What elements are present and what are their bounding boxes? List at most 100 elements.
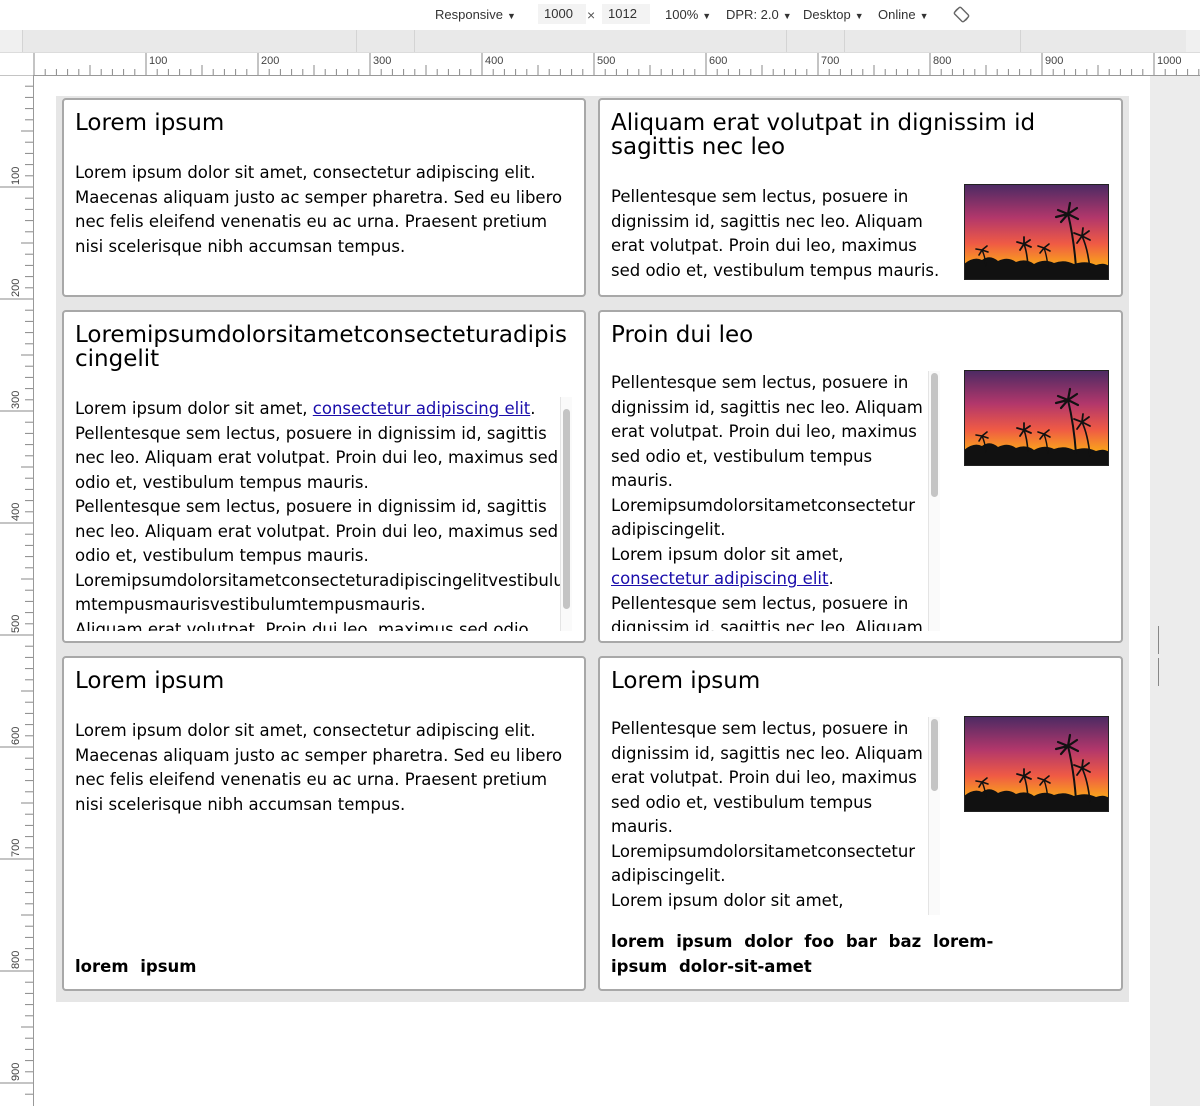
card-link[interactable]: consectetur adipiscing elit <box>312 399 531 418</box>
ruler-label: 100 <box>149 55 168 67</box>
dpr-label: DPR: 2.0 <box>726 7 779 22</box>
media-query-bar[interactable] <box>0 30 1200 53</box>
viewport-gutter <box>1150 76 1200 1106</box>
horizontal-ruler-ticks <box>33 53 1200 75</box>
card-text: Lorem ipsum dolor sit amet, consectetur … <box>75 721 563 814</box>
ruler-label: 500 <box>597 55 616 67</box>
card-grid: Lorem ipsum Lorem ipsum dolor sit amet, … <box>56 96 1129 1002</box>
card: Lorem ipsum Lorem ipsum dolor sit amet, … <box>62 656 586 991</box>
card-paragraph: Loremipsumdolorsitametconsecteturadipisc… <box>75 570 564 615</box>
card-footer: lorem ipsum dolor foo bar baz lorem-ipsu… <box>611 932 994 976</box>
card-title: Lorem ipsum <box>75 110 225 136</box>
viewport-width-input[interactable]: 1000 <box>538 4 586 24</box>
dpr-dropdown-icon: ▼ <box>782 11 792 21</box>
ruler-label: 900 <box>10 1062 22 1081</box>
devtools-toolbar: Responsive▼ 1000 × 1012 100%▼ DPR: 2.0▼ … <box>0 0 1200 30</box>
ruler-label: 1000 <box>1157 55 1182 67</box>
card: Aliquam erat volutpat in dignissim id sa… <box>598 98 1123 297</box>
card-title: Lorem ipsum <box>75 668 225 694</box>
card-title: Loremipsumdolorsitametconsecteturadipisc… <box>75 322 567 372</box>
card-footer: lorem ipsum <box>75 957 197 976</box>
ruler-label: 800 <box>933 55 952 67</box>
card-text: Lorem ipsum dolor sit amet, consectetur … <box>75 163 563 256</box>
card: Lorem ipsum Pellentesque sem lectus, pos… <box>598 656 1123 991</box>
card-text: . <box>828 569 834 588</box>
card-paragraph: Pellentesque sem lectus, posuere in dign… <box>611 719 923 836</box>
card-title: Proin dui leo <box>611 322 754 348</box>
scrollbar-thumb[interactable] <box>931 719 938 791</box>
zoom-label: 100% <box>665 7 699 22</box>
card-paragraph: Pellentesque sem lectus, posuere in dign… <box>611 373 923 490</box>
card-text: Lorem ipsum dolor sit amet, <box>75 399 313 418</box>
dimension-separator: × <box>587 7 596 23</box>
media-query-segment[interactable] <box>786 30 845 52</box>
card-scroll-content[interactable]: Lorem ipsum dolor sit amet, consectetur … <box>75 397 565 631</box>
ruler-label: 500 <box>10 614 22 633</box>
network-throttle-selector[interactable]: Online▼ <box>878 7 929 22</box>
ruler-label: 900 <box>1045 55 1064 67</box>
ruler-label: 100 <box>10 166 22 185</box>
device-dropdown-icon: ▼ <box>506 11 516 21</box>
media-query-segment[interactable] <box>356 30 415 52</box>
card: Loremipsumdolorsitametconsecteturadipisc… <box>62 310 586 643</box>
scrollbar-thumb[interactable] <box>563 409 570 609</box>
ruler-label: 300 <box>10 390 22 409</box>
network-label: Online <box>878 7 916 22</box>
card-title: Lorem ipsum <box>611 668 761 694</box>
sunset-palms-image <box>964 370 1109 466</box>
ruler-label: 600 <box>709 55 728 67</box>
ruler-label: 200 <box>261 55 280 67</box>
card-paragraph: Aliquam erat volutpat. Proin dui leo, ma… <box>75 619 529 632</box>
card-text: Pellentesque sem lectus, posuere in dign… <box>611 187 940 280</box>
viewport-height-input[interactable]: 1012 <box>602 4 650 24</box>
card: Lorem ipsum Lorem ipsum dolor sit amet, … <box>62 98 586 297</box>
card-scrollbar[interactable] <box>928 717 940 915</box>
zoom-dropdown-icon: ▼ <box>702 11 712 21</box>
device-type-dropdown-icon: ▼ <box>854 11 864 21</box>
card-text: . <box>530 399 536 418</box>
card-scroll-content[interactable]: Pellentesque sem lectus, posuere in dign… <box>611 717 927 915</box>
ruler-label: 800 <box>10 950 22 969</box>
device-type-label: Desktop <box>803 7 851 22</box>
rotate-icon[interactable] <box>953 6 970 23</box>
card-paragraph: Loremipsumdolorsitametconsectetur adipis… <box>611 841 916 886</box>
card-link[interactable]: consectetur adipiscing elit <box>611 569 829 588</box>
vertical-ruler: 100 200 300 400 500 600 700 800 900 <box>0 75 34 1106</box>
media-query-segment[interactable] <box>1020 30 1186 52</box>
card: Proin dui leo Pellentesque sem lectus, p… <box>598 310 1123 643</box>
zoom-selector[interactable]: 100%▼ <box>665 7 711 22</box>
card-paragraph: Pellentesque sem lectus, posuere in dign… <box>611 593 923 632</box>
ruler-label: 600 <box>10 726 22 745</box>
viewport-resize-handle[interactable] <box>1158 626 1164 686</box>
card-paragraph: Lorem ipsum dolor sit amet, consectetur … <box>75 397 565 422</box>
media-query-segment[interactable] <box>414 30 787 52</box>
sunset-palms-image <box>964 716 1109 812</box>
network-dropdown-icon: ▼ <box>919 11 929 21</box>
card-paragraph: Lorem ipsum dolor sit amet, <box>611 890 844 910</box>
card-title: Aliquam erat volutpat in dignissim id sa… <box>611 110 1036 160</box>
horizontal-ruler: 100 200 300 400 500 600 700 800 900 1000 <box>33 53 1200 76</box>
ruler-label: 400 <box>485 55 504 67</box>
media-query-segment[interactable] <box>844 30 1021 52</box>
vertical-ruler-ticks <box>0 75 33 1095</box>
ruler-label: 200 <box>10 278 22 297</box>
card-scroll-content[interactable]: Pellentesque sem lectus, posuere in dign… <box>611 371 927 631</box>
card-paragraph: Loremipsumdolorsitametconsectetur adipis… <box>611 495 916 540</box>
scrollbar-thumb[interactable] <box>931 373 938 497</box>
ruler-label: 300 <box>373 55 392 67</box>
media-query-segment[interactable] <box>22 30 357 52</box>
card-paragraph: Pellentesque sem lectus, posuere in dign… <box>75 497 559 565</box>
device-label: Responsive <box>435 7 503 22</box>
device-selector[interactable]: Responsive▼ <box>435 7 516 22</box>
dpr-selector[interactable]: DPR: 2.0▼ <box>726 7 792 22</box>
ruler-label: 400 <box>10 502 22 521</box>
card-paragraph: Pellentesque sem lectus, posuere in dign… <box>75 423 559 492</box>
ruler-label: 700 <box>821 55 840 67</box>
card-scrollbar[interactable] <box>560 397 572 631</box>
card-scrollbar[interactable] <box>928 371 940 631</box>
card-paragraph: Lorem ipsum dolor sit amet, consectetur … <box>611 543 927 592</box>
device-type-selector[interactable]: Desktop▼ <box>803 7 864 22</box>
ruler-corner <box>0 53 33 75</box>
card-text: Lorem ipsum dolor sit amet, <box>611 544 844 564</box>
ruler-label: 700 <box>10 838 22 857</box>
